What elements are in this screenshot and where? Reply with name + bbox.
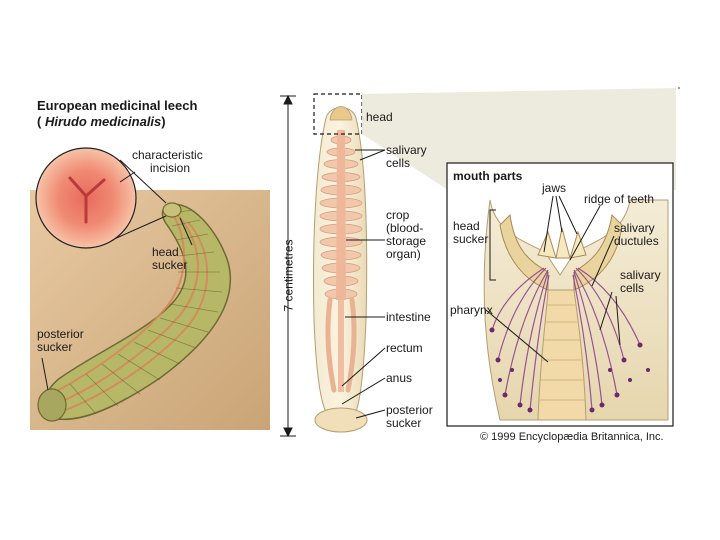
posterior-sucker-disc (38, 389, 66, 421)
label-ridge-of-teeth: ridge of teeth (584, 193, 654, 206)
label-rectum: rectum (386, 342, 423, 355)
label-salivary-cells: salivary cells (386, 144, 427, 170)
label-anus: anus (386, 372, 412, 385)
inset-title: mouth parts (453, 170, 522, 183)
label-posterior-sucker-external: posterior sucker (37, 328, 84, 354)
label-posterior-sucker-internal: posterior sucker (386, 404, 433, 430)
figure-title-species-line: ( Hirudo medicinalis) (37, 114, 197, 130)
label-characteristic-incision: characteristic incision (132, 149, 203, 175)
label-salivary-ductules: salivary ductules (614, 222, 659, 248)
copyright-notice: © 1999 Encyclopædia Britannica, Inc. (480, 431, 664, 444)
internal-head-cap (330, 107, 352, 121)
internal-anatomy (314, 94, 386, 432)
scale-label: 7 centimetres (283, 221, 296, 331)
label-pharynx: pharynx (450, 304, 493, 317)
label-jaws: jaws (542, 182, 566, 195)
label-intestine: intestine (386, 311, 431, 324)
left-panel (30, 148, 270, 430)
label-salivary-cells-inset: salivary cells (620, 269, 661, 295)
label-head-sucker-inset: head sucker (453, 220, 488, 246)
species-name: Hirudo medicinalis (45, 114, 161, 129)
head-sucker-disc (163, 203, 181, 217)
figure-title-common-name: European medicinal leech (37, 98, 197, 114)
intestine-tube (338, 300, 344, 392)
figure-title: European medicinal leech ( Hirudo medici… (37, 98, 197, 130)
crop-core (336, 130, 346, 300)
internal-posterior-sucker (315, 408, 367, 432)
label-head-sucker-external: head sucker (152, 246, 187, 272)
label-head: head (366, 111, 393, 124)
label-crop: crop (blood- storage organ) (386, 209, 426, 261)
